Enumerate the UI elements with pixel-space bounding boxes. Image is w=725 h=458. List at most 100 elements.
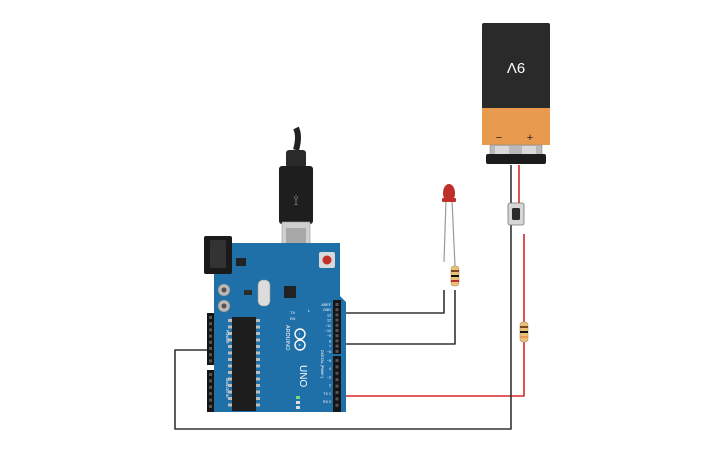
arduino-model-label: UNO	[297, 365, 308, 387]
chip-pin	[256, 371, 260, 374]
analog-side-label: ANALOG IN	[225, 378, 229, 398]
header-pin[interactable]	[209, 340, 212, 344]
header-pin[interactable]	[209, 328, 212, 332]
led-rim	[442, 198, 456, 202]
battery-9v[interactable]: 9V − +	[482, 23, 550, 164]
resistor-button[interactable]	[519, 321, 529, 343]
digital-side-label: DIGITAL (PWM~)	[320, 350, 324, 378]
header-pin[interactable]	[209, 385, 212, 389]
pin-label: 4	[329, 367, 331, 371]
header-pin[interactable]	[335, 359, 339, 362]
chip-pin	[256, 325, 260, 329]
header-pin[interactable]	[335, 323, 339, 327]
chip-pin	[256, 338, 260, 342]
pin-label: TX 1	[323, 392, 331, 396]
chip-pin	[256, 384, 260, 387]
pin-label: GND	[323, 308, 331, 312]
header-pin[interactable]	[335, 303, 339, 306]
chip-pin	[256, 403, 260, 407]
wire-led-cathode[interactable]	[334, 290, 445, 314]
pin-label: ~11	[325, 324, 331, 328]
battery-minus-sign: −	[496, 132, 502, 144]
svg-text:−: −	[296, 333, 302, 336]
pin-label: 2	[329, 384, 331, 388]
header-pin[interactable]	[335, 308, 339, 312]
battery-band	[482, 108, 550, 145]
pin-label: ~9	[327, 334, 331, 338]
header-pin[interactable]	[335, 397, 339, 401]
chip-pin	[228, 345, 232, 348]
header-pin[interactable]	[335, 349, 339, 353]
atmega-chip	[232, 317, 256, 411]
header-pin[interactable]	[335, 371, 339, 375]
chip-pin	[256, 358, 260, 361]
analog-header[interactable]	[207, 370, 214, 412]
chip-pin	[256, 390, 260, 394]
battery-label: 9V	[507, 59, 525, 76]
battery-plus-sign: +	[527, 132, 533, 144]
header-pin[interactable]	[209, 398, 212, 402]
header-pin[interactable]	[335, 329, 339, 332]
header-pins	[209, 303, 339, 408]
chip-pin	[228, 390, 232, 394]
pin-label: 12	[327, 319, 331, 323]
chip-pin	[256, 377, 260, 381]
led[interactable]	[442, 184, 456, 267]
digital-header-lower[interactable]	[333, 356, 341, 412]
chip-pin	[256, 345, 260, 348]
chip-pin	[228, 351, 232, 355]
header-pin[interactable]	[335, 334, 339, 338]
header-pin[interactable]	[335, 378, 339, 382]
header-pin[interactable]	[335, 384, 339, 388]
header-pin[interactable]	[209, 379, 212, 383]
chip-pin	[256, 364, 260, 368]
chip-pin	[256, 397, 260, 400]
resistor-led[interactable]	[450, 265, 460, 287]
header-pin[interactable]	[335, 339, 339, 343]
header-pin[interactable]	[209, 405, 212, 408]
chip-pin	[256, 332, 260, 335]
chip-pin	[228, 377, 232, 381]
chip-pin	[228, 371, 232, 374]
header-pin[interactable]	[209, 334, 212, 338]
header-pin[interactable]	[335, 365, 339, 369]
led-lens	[443, 184, 455, 202]
header-pin[interactable]	[209, 359, 212, 363]
chip-pin	[228, 403, 232, 407]
push-button[interactable]	[507, 202, 525, 226]
header-pin[interactable]	[209, 353, 212, 357]
header-pin[interactable]	[335, 344, 339, 348]
header-pin[interactable]	[209, 347, 212, 350]
wire-led-anode[interactable]	[334, 290, 456, 345]
svg-text:+: +	[296, 344, 302, 347]
chip-pin	[228, 338, 232, 342]
pin-label: ~5	[327, 359, 331, 363]
usb-cable[interactable]: ⟟	[279, 126, 313, 255]
pin-label: 8	[329, 339, 331, 343]
wire-battery-negative[interactable]	[174, 165, 512, 430]
header-pin[interactable]	[335, 403, 339, 407]
header-pin[interactable]	[209, 373, 212, 376]
chip-pin	[228, 397, 232, 400]
header-pin[interactable]	[209, 316, 212, 319]
tx-label: TX	[290, 310, 295, 315]
header-pin[interactable]	[335, 313, 339, 317]
digital-header-upper[interactable]	[333, 300, 341, 354]
header-pin[interactable]	[335, 318, 339, 322]
header-pin[interactable]	[209, 322, 212, 326]
chip-pin	[256, 351, 260, 355]
battery-body	[482, 23, 550, 111]
pin-label: 7	[329, 345, 331, 349]
header-pin[interactable]	[335, 391, 339, 394]
chip-pin	[256, 319, 260, 322]
header-pin[interactable]	[209, 392, 212, 396]
chip-pin	[228, 325, 232, 329]
wire-button-signal[interactable]	[334, 234, 525, 397]
power-header[interactable]	[207, 313, 214, 365]
power-side-label: POWER	[225, 330, 229, 344]
chip-pin	[228, 364, 232, 368]
battery-snap-clip	[486, 154, 546, 164]
